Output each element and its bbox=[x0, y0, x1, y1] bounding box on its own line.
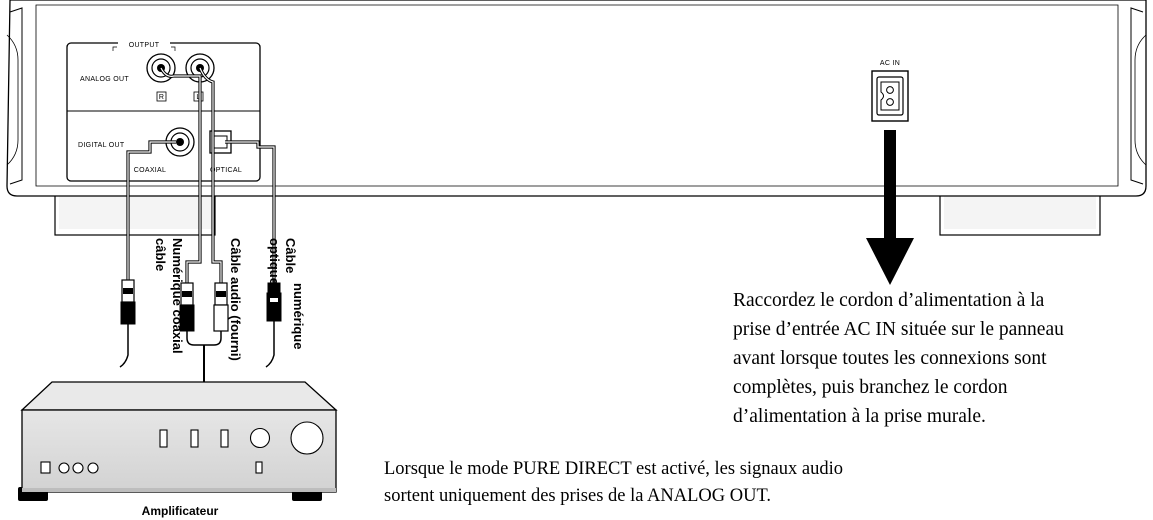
note-line: complètes, puis branchez le cordon bbox=[733, 377, 1008, 398]
coaxial-cable-label: Numérique coaxial câble bbox=[153, 238, 185, 354]
power-arrow bbox=[866, 130, 914, 285]
note-line: Lorsque le mode PURE DIRECT est activé, … bbox=[384, 459, 843, 479]
output-label: OUTPUT bbox=[129, 42, 160, 49]
audio-cable-label: Câble audio (fourni) bbox=[228, 238, 243, 361]
power-cord-note: Raccordez le cordon d’alimentation à la … bbox=[733, 286, 1064, 431]
digital-out-label: DIGITAL OUT bbox=[78, 142, 125, 149]
pure-direct-note: Lorsque le mode PURE DIRECT est activé, … bbox=[384, 456, 843, 510]
coaxial-cable bbox=[119, 140, 176, 368]
ac-in-socket[interactable] bbox=[871, 70, 909, 122]
optical-label: OPTICAL bbox=[210, 167, 242, 174]
optical-jack[interactable] bbox=[209, 130, 232, 154]
svg-text:câble: câble bbox=[153, 238, 168, 271]
note-line: avant lorsque toutes les connexions sont bbox=[733, 348, 1047, 369]
svg-text:Numérique coaxial: Numérique coaxial bbox=[170, 238, 185, 354]
amplifier-controls bbox=[40, 421, 324, 474]
svg-text:optique: optique bbox=[267, 238, 282, 285]
svg-text:Câble audio (fourni): Câble audio (fourni) bbox=[228, 238, 243, 361]
svg-text:numérique: numérique bbox=[291, 283, 306, 349]
analog-audio-cable bbox=[159, 67, 229, 382]
left-channel-mark: L bbox=[196, 94, 200, 101]
optical-cable-label: Câble optique numérique bbox=[267, 238, 306, 349]
amplifier-label: Amplificateur bbox=[142, 504, 219, 518]
note-line: prise d’entrée AC IN située sur le panne… bbox=[733, 319, 1064, 340]
note-line: sortent uniquement des prises de la ANAL… bbox=[384, 486, 772, 506]
player-rear-panel: OUTPUT ANALOG OUT DIGITAL OUT R L COAXIA… bbox=[6, 0, 1147, 236]
analog-out-label: ANALOG OUT bbox=[80, 76, 129, 83]
ac-in-label: AC IN bbox=[880, 60, 900, 67]
right-channel-mark: R bbox=[159, 94, 164, 101]
svg-text:Câble: Câble bbox=[283, 238, 298, 273]
optical-cable bbox=[225, 140, 282, 368]
coaxial-label: COAXIAL bbox=[134, 167, 166, 174]
coaxial-jack[interactable] bbox=[165, 127, 195, 157]
amplifier bbox=[18, 381, 338, 501]
note-line: d’alimentation à la prise murale. bbox=[733, 406, 986, 427]
note-line: Raccordez le cordon d’alimentation à la bbox=[733, 290, 1045, 311]
player-body bbox=[6, 0, 1147, 197]
